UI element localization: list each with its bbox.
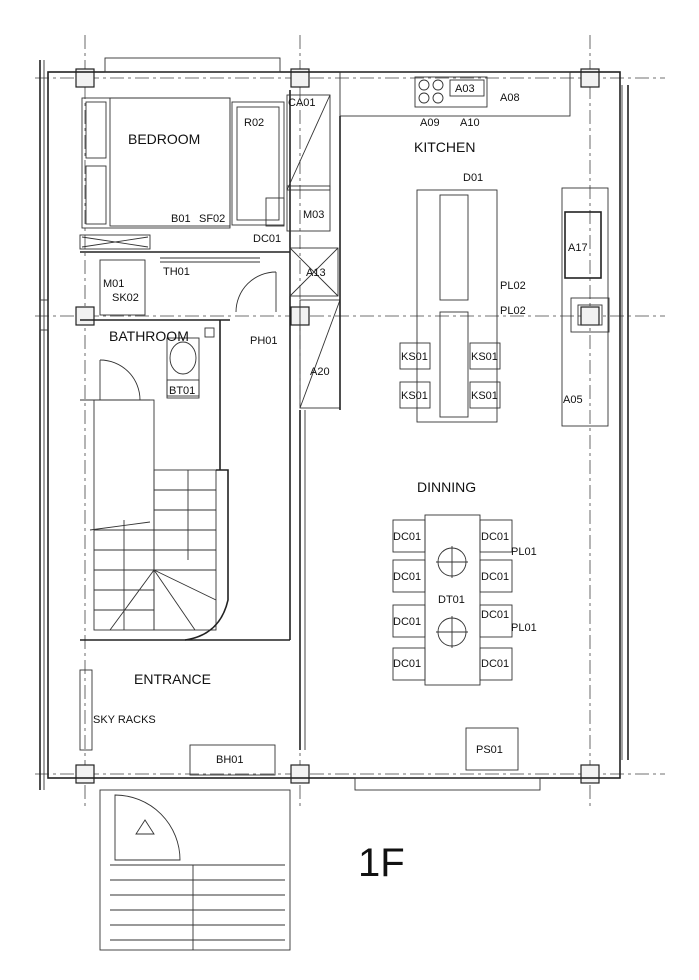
tag-b01: B01	[171, 213, 191, 225]
tag-dc01-4: DC01	[481, 571, 509, 583]
entrance-elements	[79, 669, 519, 951]
tag-m03: M03	[303, 209, 324, 221]
tag-a08: A08	[500, 92, 520, 104]
tag-ca01: CA01	[288, 97, 316, 109]
tag-sf02: SF02	[199, 213, 225, 225]
tag-r02: R02	[244, 117, 264, 129]
kitchen-counters	[339, 71, 610, 427]
bathroom-fixtures	[99, 257, 277, 401]
tag-dc01-6: DC01	[481, 609, 509, 621]
tag-pl02-a: PL02	[500, 280, 526, 292]
tag-dc01-5: DC01	[393, 616, 421, 628]
tag-d01: D01	[463, 172, 483, 184]
grid-axes	[35, 35, 665, 810]
exterior-walls	[39, 57, 629, 791]
room-label-bathroom: BATHROOM	[109, 328, 189, 344]
bedroom-furniture	[79, 94, 331, 250]
tag-ks01-c: KS01	[401, 390, 428, 402]
tag-a20: A20	[310, 366, 330, 378]
tag-pl01-a: PL01	[511, 546, 537, 558]
tag-sk02: SK02	[112, 292, 139, 304]
tag-a05: A05	[563, 394, 583, 406]
tag-ks01-b: KS01	[471, 351, 498, 363]
tag-a09: A09	[420, 117, 440, 129]
tag-dc01-7: DC01	[393, 658, 421, 670]
tag-dc01-2: DC01	[481, 531, 509, 543]
tag-pl02-b: PL02	[500, 305, 526, 317]
tag-pl01-b: PL01	[511, 622, 537, 634]
tag-th01: TH01	[163, 266, 190, 278]
staircase	[89, 399, 229, 641]
tag-bh01: BH01	[216, 754, 244, 766]
tag-dt01: DT01	[438, 594, 465, 606]
tag-dc01-8: DC01	[481, 658, 509, 670]
room-label-kitchen: KITCHEN	[414, 139, 475, 155]
tag-dc01-3: DC01	[393, 571, 421, 583]
tag-ks01-d: KS01	[471, 390, 498, 402]
dining-set	[392, 514, 513, 686]
tag-a13: A13	[306, 267, 326, 279]
tag-bt01: BT01	[169, 385, 195, 397]
tag-a03: A03	[455, 83, 475, 95]
tag-dc01-bedroom: DC01	[253, 233, 281, 245]
floor-label: 1F	[358, 841, 405, 885]
room-label-sky-racks: SKY RACKS	[93, 714, 156, 726]
interior-walls	[80, 90, 306, 750]
tag-ks01-a: KS01	[401, 351, 428, 363]
tag-a17: A17	[568, 242, 588, 254]
room-label-bedroom: BEDROOM	[128, 131, 200, 147]
tag-m01: M01	[103, 278, 124, 290]
tag-a10: A10	[460, 117, 480, 129]
room-label-entrance: ENTRANCE	[134, 671, 211, 687]
tag-dc01-1: DC01	[393, 531, 421, 543]
tag-ps01: PS01	[476, 744, 503, 756]
room-label-dinning: DINNING	[417, 479, 476, 495]
tag-ph01: PH01	[250, 335, 278, 347]
